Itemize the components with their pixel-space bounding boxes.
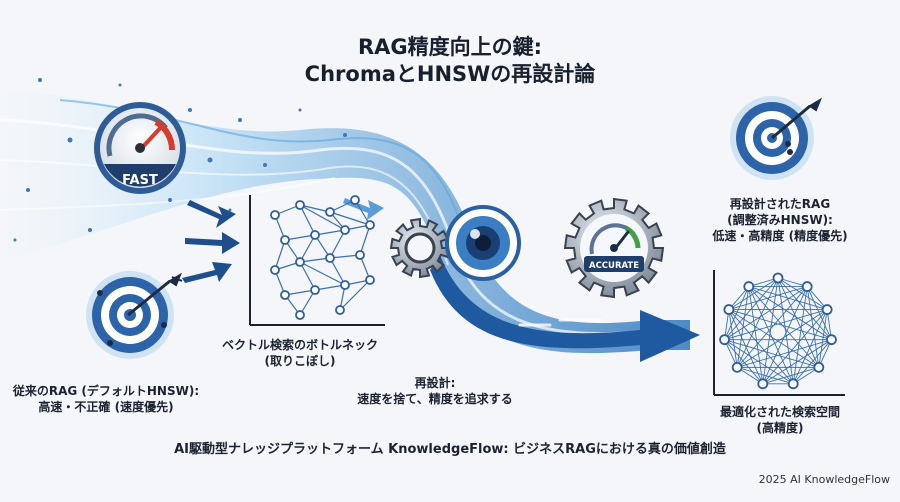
optimized-space-label: 最適化された検索空間 (高精度) <box>719 405 840 436</box>
gear-icon <box>389 217 451 279</box>
fast-label: FAST <box>122 173 158 188</box>
redesign-label: 再設計: 速度を捨て、精度を追求する <box>357 376 513 407</box>
eye-icon <box>445 205 521 281</box>
footer-caption: AI駆動型ナレッジプラットフォーム KnowledgeFlow: ビジネスRAG… <box>174 442 726 457</box>
new-rag-label: 再設計されたRAG (調整済みHNSW): 低速・高精度 (精度優先) <box>712 197 848 244</box>
accurate-gauge-gear-icon: ACCURATE <box>563 197 665 299</box>
speedometer-icon: FAST <box>94 102 186 194</box>
old-rag-label: 従来のRAG (デフォルトHNSW): 高速・不正確 (速度優先) <box>12 384 200 415</box>
main-arrow <box>430 255 700 362</box>
target-icon-new <box>730 96 823 180</box>
optimized-network-graph <box>713 270 845 396</box>
target-icon-old <box>86 271 183 359</box>
flow-arrows <box>182 198 384 283</box>
particles <box>13 78 347 242</box>
bottleneck-network-graph <box>249 195 385 326</box>
bottleneck-label: ベクトル検索のボトルネック (取りこぼし) <box>221 338 378 369</box>
copyright-text: 2025 AI KnowledgeFlow <box>758 473 890 486</box>
page-title: RAG精度向上の鍵: ChromaとHNSWの再設計論 <box>304 35 596 87</box>
accurate-label: ACCURATE <box>589 261 639 271</box>
